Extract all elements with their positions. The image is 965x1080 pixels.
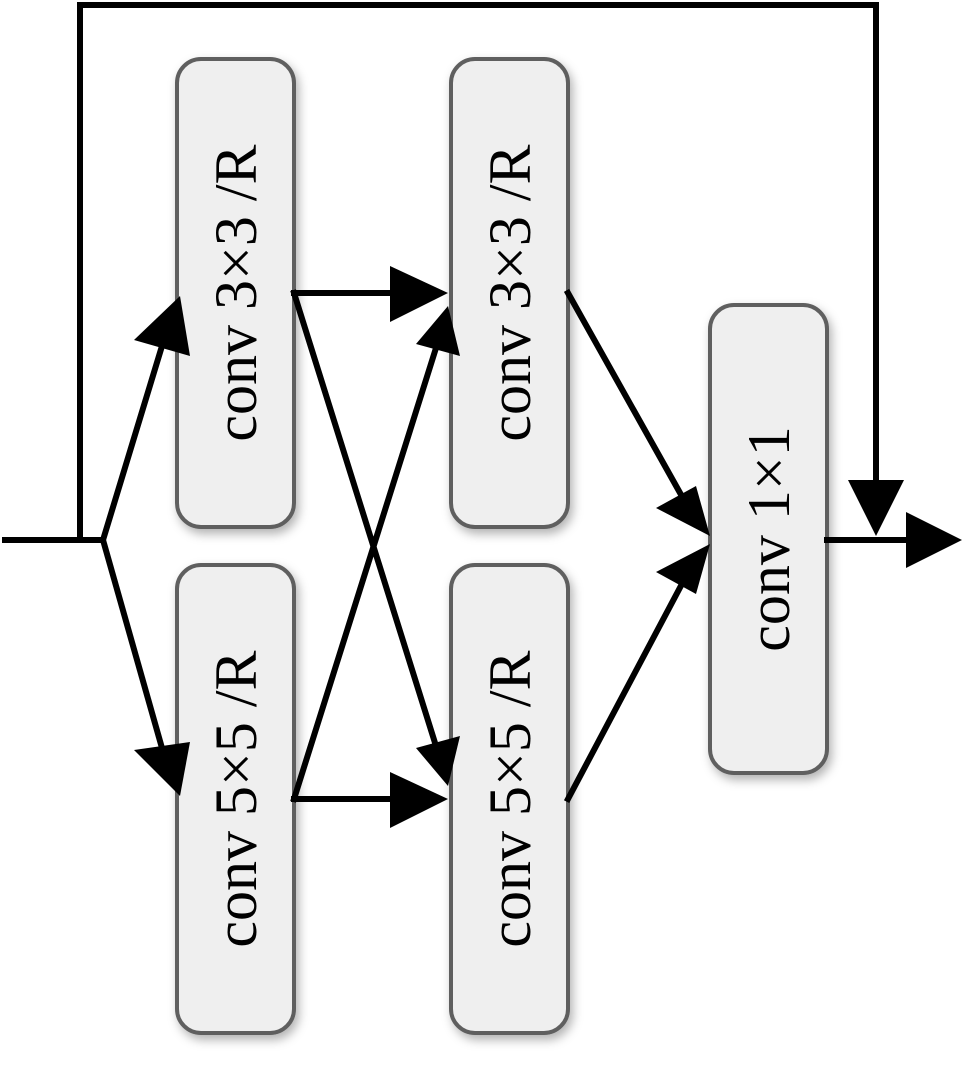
block-conv1x1-fusion: conv 1×1 xyxy=(708,303,829,775)
arrow-conv5x5-to-conv3x3 xyxy=(290,306,460,803)
arrow-conv5x5-stage2-to-conv1x1 xyxy=(563,544,710,804)
arrow-input-to-conv5x5-stage1 xyxy=(99,536,190,796)
block-conv3x3-stage2-label: conv 3×3 /R xyxy=(477,144,543,441)
arrow-conv3x3-stage2-to-conv1x1 xyxy=(563,288,710,536)
arrow-conv3x3-to-conv5x5 xyxy=(290,289,460,786)
block-conv5x5-stage1: conv 5×5 /R xyxy=(175,563,296,1035)
block-conv3x3-stage1: conv 3×3 /R xyxy=(175,57,296,529)
block-conv5x5-stage1-label: conv 5×5 /R xyxy=(203,650,269,947)
block-conv5x5-stage2-label: conv 5×5 /R xyxy=(477,650,543,947)
output-arrow xyxy=(824,512,962,568)
skip-connection-arrowhead xyxy=(848,480,904,536)
arrow-conv5x5-to-conv5x5 xyxy=(291,772,448,828)
arrow-conv3x3-to-conv3x3 xyxy=(291,266,448,322)
block-conv1x1-fusion-label: conv 1×1 xyxy=(736,426,802,651)
block-conv3x3-stage2: conv 3×3 /R xyxy=(449,57,570,529)
skip-connection xyxy=(77,2,904,543)
block-conv3x3-stage1-label: conv 3×3 /R xyxy=(203,144,269,441)
block-conv5x5-stage2: conv 5×5 /R xyxy=(449,563,570,1035)
arrow-input-to-conv3x3-stage1 xyxy=(99,296,190,544)
